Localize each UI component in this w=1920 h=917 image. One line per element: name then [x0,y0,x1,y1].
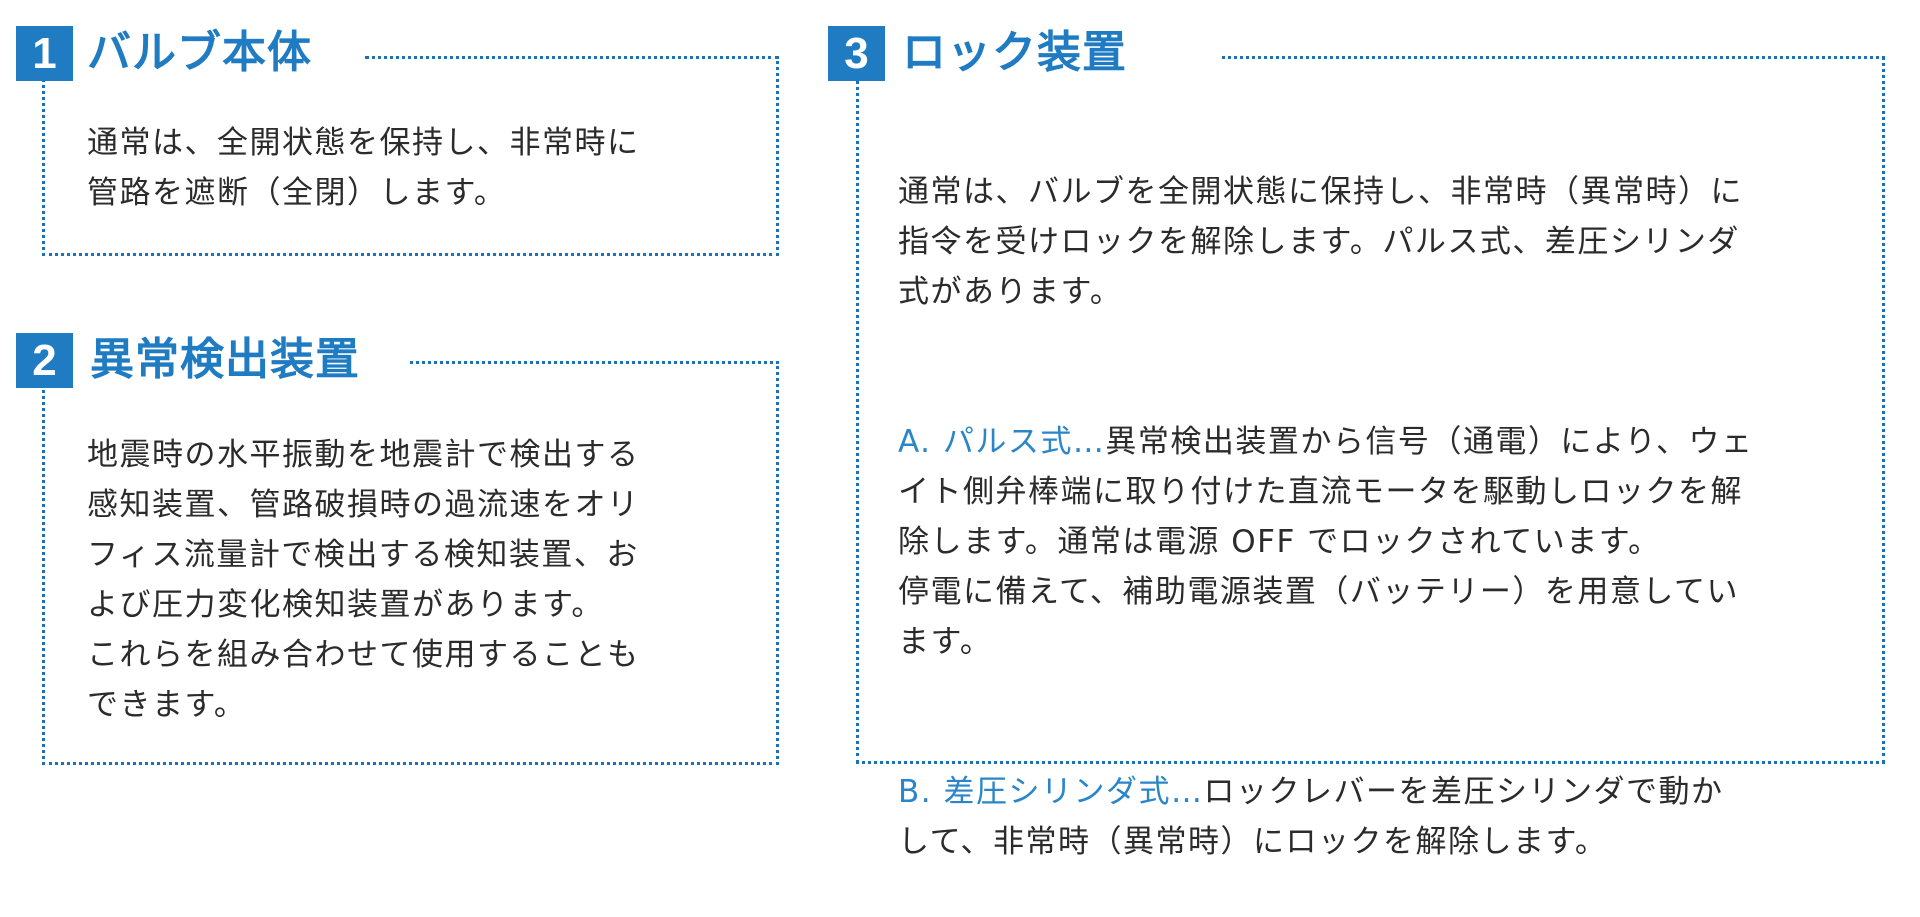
section-2-frame [42,361,779,765]
lock-type-differential-cylinder-text: ロックレバーを差圧シリンダで動か して、非常時（異常時）にロックを解除します。 [898,774,1724,860]
section-1-frame [42,56,779,256]
lock-type-pulse-text: 異常検出装置から信号（通電）により、ウェ イト側弁棒端に取り付けた直流モータを駆… [898,424,1754,660]
lock-type-differential-cylinder-label: B. 差圧シリンダ式… [898,774,1204,810]
section-2-body: 地震時の水平振動を地震計で検出する 感知装置、管路破損時の過流速をオリ フィス流… [87,437,640,723]
section-3-frame [856,56,1885,764]
section-1-frame-top [365,56,779,59]
lock-type-differential-cylinder: B. 差圧シリンダ式…ロックレバーを差圧シリンダで動か して、非常時（異常時）に… [898,767,1858,867]
section-3-frame-top [1222,56,1885,59]
lock-type-pulse-label: A. パルス式… [898,424,1106,460]
section-3-content: 通常は、バルブを全開状態に保持し、非常時（異常時）に 指令を受けロックを解除しま… [898,117,1858,917]
section-1-body: 通常は、全開状態を保持し、非常時に 管路を遮断（全閉）します。 [87,125,640,211]
section-2-title: 異常検出装置 [90,334,360,385]
section-3-number-badge: 3 [828,26,885,81]
section-2-number-badge: 2 [16,333,73,388]
section-3-title: ロック装置 [902,27,1127,78]
section-2-frame-top [410,361,779,364]
lock-type-pulse: A. パルス式…異常検出装置から信号（通電）により、ウェ イト側弁棒端に取り付け… [898,417,1858,667]
section-1-title: バルブ本体 [87,27,312,78]
section-1-number-badge: 1 [16,26,73,81]
section-3-intro: 通常は、バルブを全開状態に保持し、非常時（異常時）に 指令を受けロックを解除しま… [898,174,1743,310]
